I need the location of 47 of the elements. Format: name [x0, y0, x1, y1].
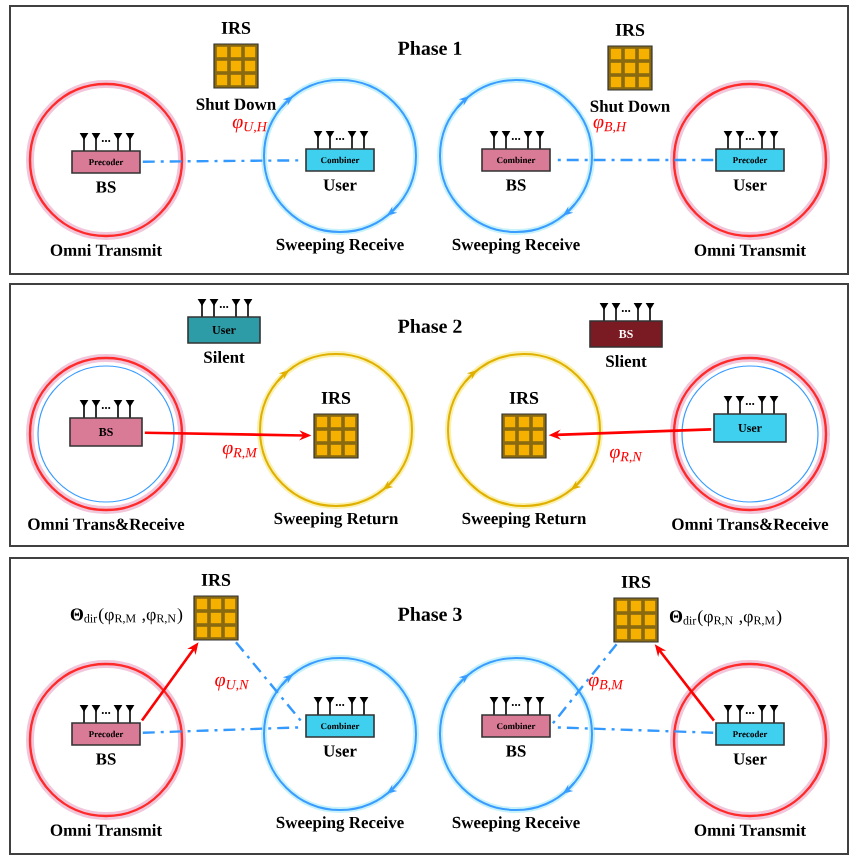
caption-text: Omni Trans&Receive — [28, 518, 185, 530]
irs-label: IRS — [615, 24, 645, 37]
caption-text: Sweeping Receive — [276, 816, 404, 832]
beam-line — [142, 159, 304, 163]
irs-label: IRS — [201, 574, 231, 587]
beam-line — [235, 641, 305, 726]
edge-label: φ$_{B,H}$ — [593, 118, 627, 134]
device-label: BS — [95, 753, 116, 765]
beam-line — [552, 158, 714, 162]
edge-label: φ$_{U,H}$ — [232, 118, 268, 134]
beam-line — [552, 726, 714, 734]
caption-text: Sweeping Receive — [452, 238, 580, 254]
device-label: User — [323, 745, 357, 757]
caption-text: Sweeping Receive — [452, 816, 580, 832]
device-label: User — [323, 179, 357, 191]
phase-shift-label: Θ$_{dir}$(φ$_{R,M}$ ,φ$_{R,N}$) — [70, 607, 183, 625]
phase-title: Phase 2 — [397, 319, 462, 333]
phase-title: Phase 3 — [397, 607, 462, 621]
irs-label: IRS — [621, 576, 651, 589]
edge-label: φ$_{R,M}$ — [222, 444, 258, 460]
caption-text: Sweeping Return — [462, 512, 587, 528]
beam-line — [142, 726, 304, 734]
caption-text: Omni Transmit — [50, 244, 162, 256]
irs-label: IRS — [509, 392, 539, 405]
edge-label: φ$_{R,N}$ — [609, 448, 643, 464]
edge-label: φ$_{B,M}$ — [588, 676, 624, 692]
irs-label: IRS — [221, 22, 251, 35]
phase-shift-label: Θ$_{dir}$(φ$_{R,N}$ ,φ$_{R,M}$) — [669, 609, 782, 627]
caption-text: Sweeping Receive — [276, 238, 404, 254]
status-label: Shut Down — [590, 100, 670, 112]
edge-label: φ$_{U,N}$ — [215, 676, 250, 692]
device-label: BS — [505, 745, 526, 757]
device-label: User — [733, 753, 767, 765]
phase-title: Phase 1 — [397, 41, 462, 55]
caption-text: Omni Transmit — [694, 244, 806, 256]
device-label: User — [733, 179, 767, 191]
device-label: BS — [505, 179, 526, 191]
irs-label: IRS — [321, 392, 351, 405]
status-label: Shut Down — [196, 98, 276, 110]
caption-text: Omni Transmit — [50, 824, 162, 836]
device-label: BS — [95, 181, 116, 193]
caption-text: Sweeping Return — [274, 512, 399, 528]
device-label: Slient — [606, 355, 647, 367]
caption-text: Omni Transmit — [694, 824, 806, 836]
device-label: Silent — [204, 351, 245, 363]
caption-text: Omni Trans&Receive — [672, 518, 829, 530]
beam-line — [551, 643, 618, 726]
